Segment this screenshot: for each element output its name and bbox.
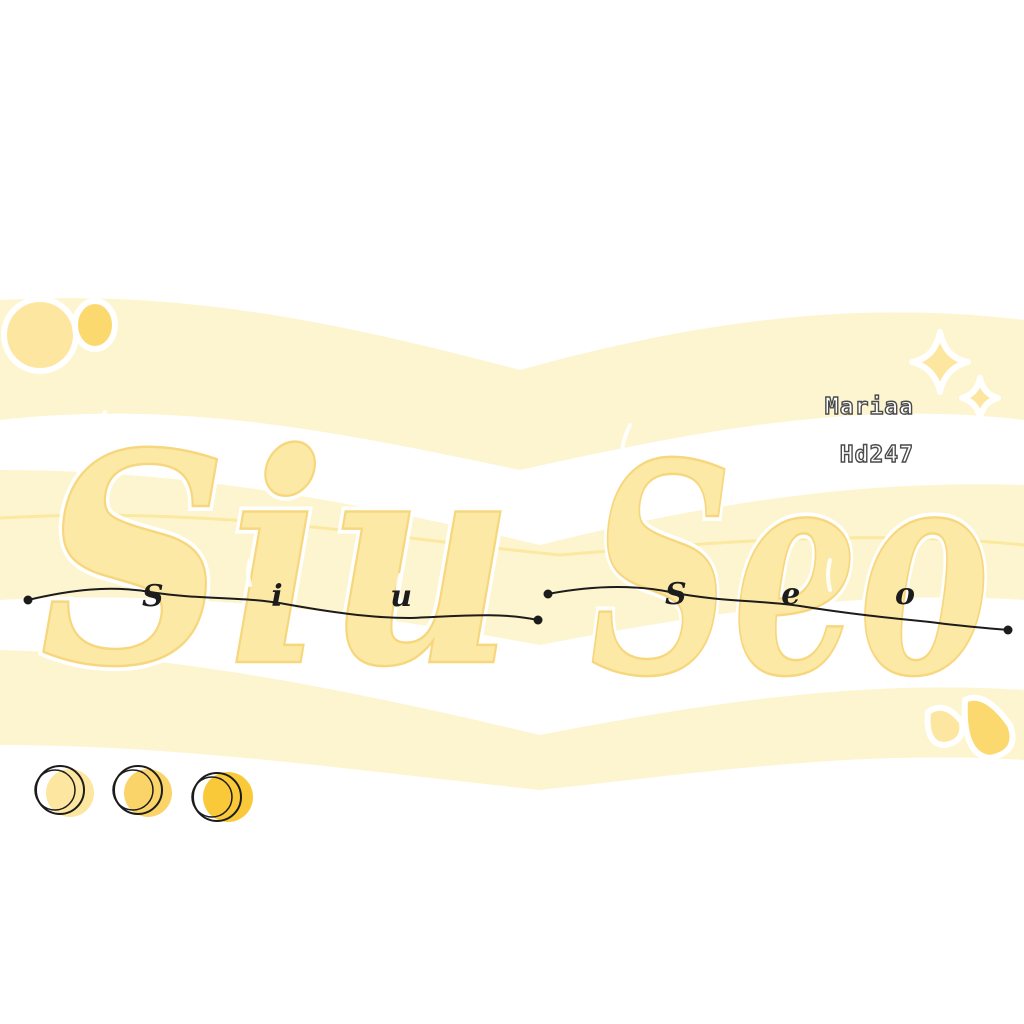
letter-highlights [95, 410, 832, 604]
color-dot-icon-2 [112, 764, 174, 822]
wave-band-top [0, 298, 1024, 470]
wave-thin-line [0, 513, 1024, 557]
title-last-name-outline: Seo [590, 401, 990, 741]
wave-band-bottom [0, 650, 1024, 790]
drop-icon-top-left [1, 296, 118, 374]
big-title: Siu Siu Seo Seo [35, 386, 995, 746]
title-first-name: Siu [40, 391, 515, 731]
color-dot-row [34, 764, 253, 826]
credit-handle: Hd247 [839, 441, 914, 468]
script-line-right [547, 585, 1009, 631]
sparkle-icon [909, 329, 1001, 421]
color-dot-icon-3 [191, 768, 253, 826]
script-line-left [27, 587, 539, 621]
drop-icon-bottom-right [924, 694, 1016, 762]
credit-name: Mariaa [824, 393, 914, 420]
title-last-name: Seo [590, 401, 990, 741]
title-first-name-outline: Siu [40, 391, 515, 731]
color-dot-icon-1 [34, 764, 97, 822]
